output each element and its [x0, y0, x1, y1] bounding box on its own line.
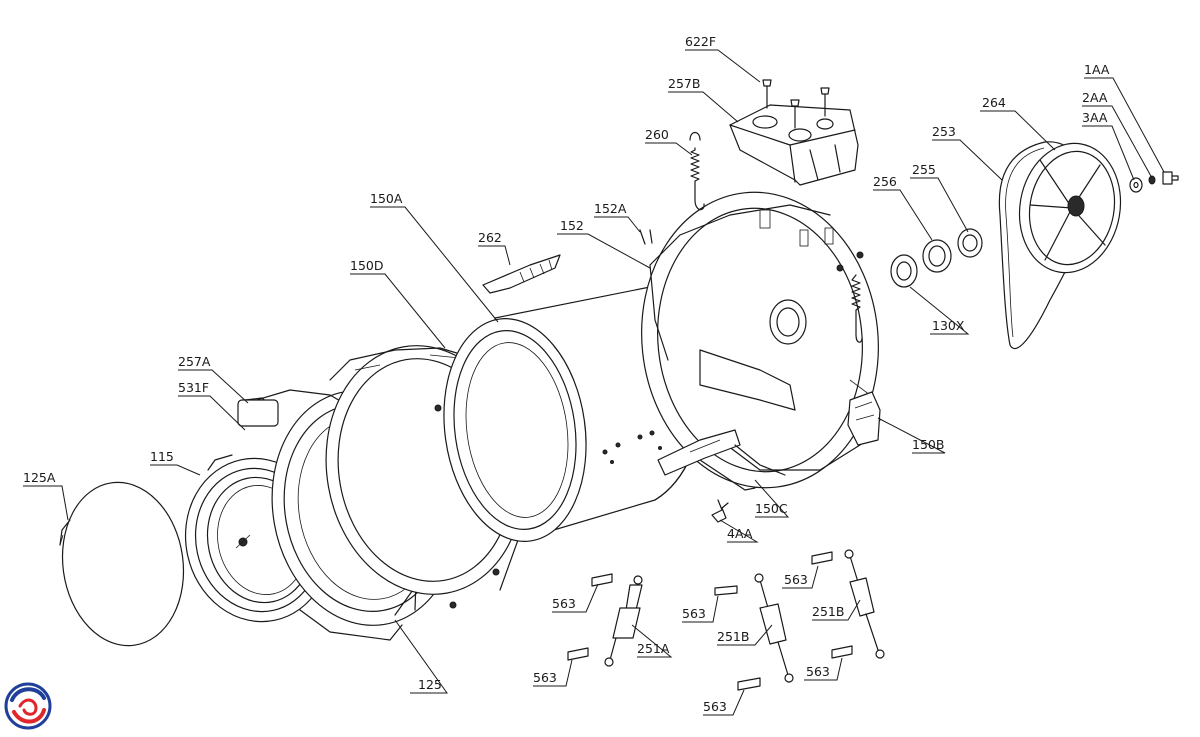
part-622F-bolts — [762, 79, 830, 129]
label-3AA: 3AA — [1082, 110, 1108, 125]
part-563-pins — [567, 551, 853, 691]
brand-logo — [4, 682, 52, 730]
leader-lines — [23, 49, 1165, 716]
label-150A: 150A — [370, 191, 403, 206]
label-563: 563 — [784, 572, 808, 587]
label-262: 262 — [478, 230, 502, 245]
part-1AA-bolt — [1162, 171, 1179, 185]
part-4AA-clip — [711, 499, 729, 523]
part-251B-shock-absorber-left — [754, 573, 794, 683]
part-251B-shock-absorber-right — [844, 549, 885, 659]
label-563: 563 — [682, 606, 706, 621]
part-260-spring — [689, 131, 705, 211]
label-260: 260 — [645, 127, 669, 142]
label-256: 256 — [873, 174, 897, 189]
label-563: 563 — [806, 664, 830, 679]
part-labels: 622F 257B 260 152A 152 150A 262 150D 257… — [23, 34, 1110, 714]
label-125A: 125A — [23, 470, 56, 485]
label-563: 563 — [533, 670, 557, 685]
part-2AA-nut — [1148, 175, 1156, 185]
label-563: 563 — [703, 699, 727, 714]
part-152A-clips — [639, 229, 653, 245]
part-130X-seal — [890, 254, 918, 288]
label-251B: 251B — [812, 604, 844, 619]
label-130X: 130X — [932, 318, 965, 333]
part-255-bearing — [957, 228, 983, 258]
part-125A-door-glass — [59, 481, 185, 647]
label-264: 264 — [982, 95, 1006, 110]
label-152A: 152A — [594, 201, 627, 216]
part-150B-drain — [847, 391, 881, 446]
label-150B: 150B — [912, 437, 944, 452]
part-256-bearing — [922, 239, 952, 273]
part-257B-counterweight — [729, 104, 859, 186]
part-150C-heater — [657, 429, 786, 476]
label-115: 115 — [150, 449, 174, 464]
part-3AA-washer — [1129, 177, 1143, 193]
label-622F: 622F — [685, 34, 716, 49]
label-257A: 257A — [178, 354, 211, 369]
label-2AA: 2AA — [1082, 90, 1108, 105]
label-251A: 251A — [637, 641, 670, 656]
label-1AA: 1AA — [1084, 62, 1110, 77]
label-253: 253 — [932, 124, 956, 139]
label-150D: 150D — [350, 258, 383, 273]
label-251B: 251B — [717, 629, 749, 644]
part-260-spring-rear — [851, 274, 863, 343]
label-150C: 150C — [755, 501, 788, 516]
part-262-lifter — [482, 254, 561, 294]
label-531F: 531F — [178, 380, 209, 395]
label-125: 125 — [418, 677, 442, 692]
label-4AA: 4AA — [727, 526, 753, 541]
label-152: 152 — [560, 218, 584, 233]
part-251A-shock-absorber — [604, 575, 643, 667]
part-264-pulley — [1018, 142, 1122, 274]
label-563: 563 — [552, 596, 576, 611]
label-257B: 257B — [668, 76, 700, 91]
label-255: 255 — [912, 162, 936, 177]
